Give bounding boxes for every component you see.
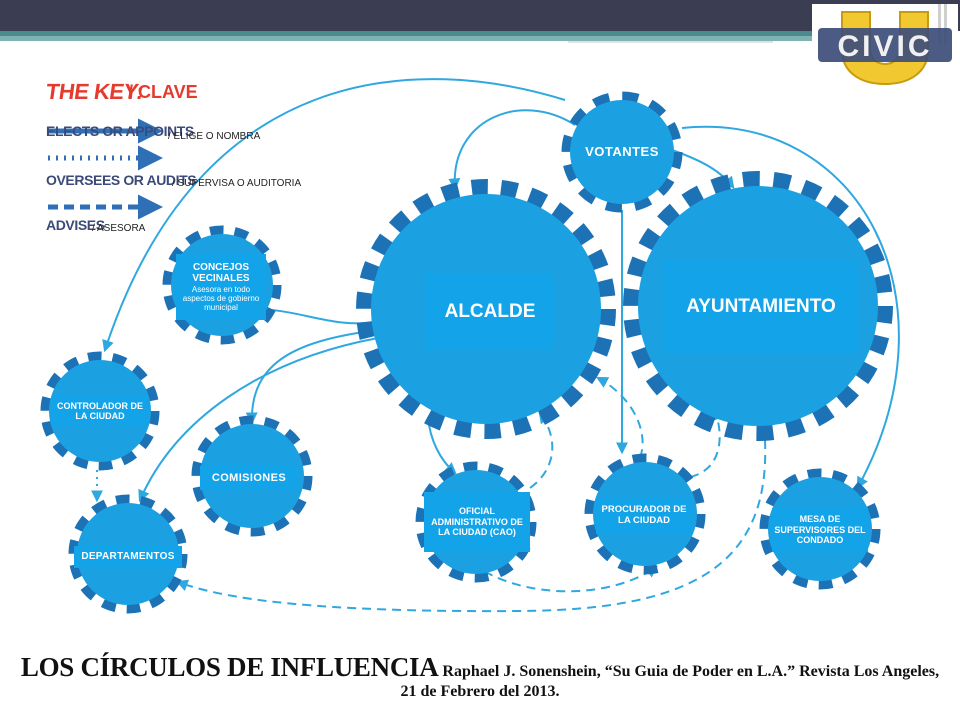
arrow-oficial-procurador	[471, 562, 658, 593]
arrow-votantes-alcalde	[448, 109, 576, 191]
node-procurador-label: PROCURADOR DE LA CIUDAD	[596, 498, 692, 534]
arrow-procurador-alcalde	[595, 376, 644, 459]
arrow-votantes-mesa	[681, 125, 900, 490]
arrow-mesa-departamentos	[175, 439, 767, 613]
key-translation-elects: / ELIGE O NOMBRA	[168, 131, 261, 142]
node-oficial-label: OFICIAL ADMINISTRATIVO DE LA CIUDAD (CAO…	[424, 492, 530, 552]
slide-top-bar	[0, 0, 960, 31]
node-departamentos-label: DEPARTAMENTOS	[74, 546, 182, 568]
slide-accent-stripe	[0, 31, 812, 36]
key-label-advises: ADVISES	[46, 217, 105, 233]
node-concejos-subtitle: Asesora en todo aspectos de gobierno mun…	[182, 284, 260, 313]
arrow-alcalde-departamentos	[138, 337, 379, 503]
key-clave: / CLAVE	[128, 82, 198, 102]
node-concejos-label: CONCEJOS VECINALES Asesora en todo aspec…	[176, 254, 266, 320]
slide-caption: LOS CÍRCULOS DE INFLUENCIA Raphael J. So…	[20, 652, 940, 701]
key-lines	[48, 118, 163, 220]
key-label-elects: ELECTS OR APPOINTS	[46, 123, 194, 139]
svg-text:CIVIC: CIVIC	[837, 30, 932, 63]
arrow-votantes-controlador	[102, 78, 566, 353]
caption-title: LOS CÍRCULOS DE INFLUENCIA	[20, 652, 439, 682]
node-mesa-label: MESA DE SUPERVISORES DEL CONDADO	[772, 508, 868, 552]
arrow-oficial-alcalde	[529, 411, 554, 489]
arrow-alcalde-comisiones	[245, 329, 379, 425]
key-label-oversees: OVERSEES OR AUDITS	[46, 172, 197, 188]
node-votantes-circle	[561, 91, 683, 213]
node-alcalde-label: ALCALDE	[426, 274, 554, 350]
slide-accent-stripe-light	[0, 36, 812, 41]
key-translation-advises: / ASESORA	[92, 223, 146, 234]
node-concejos-title: CONCEJOS VECINALES	[192, 261, 250, 285]
node-controlador-label: CONTROLADOR DE LA CIUDAD	[52, 396, 148, 426]
node-votantes-label: VOTANTES	[585, 143, 659, 159]
civic-u-logo: CIVIC	[812, 4, 958, 92]
slide-accent-line	[568, 41, 773, 65]
node-ayuntamiento-label: AYUNTAMIENTO	[664, 260, 858, 354]
caption-source: Raphael J. Sonenshein, “Su Guia de Poder…	[400, 663, 940, 700]
key-translation-oversees: / SUPERVISA O AUDITORIA	[172, 178, 302, 189]
arrow-procurador-ayuntamiento	[689, 407, 724, 478]
node-comisiones-label: COMISIONES	[200, 466, 298, 490]
